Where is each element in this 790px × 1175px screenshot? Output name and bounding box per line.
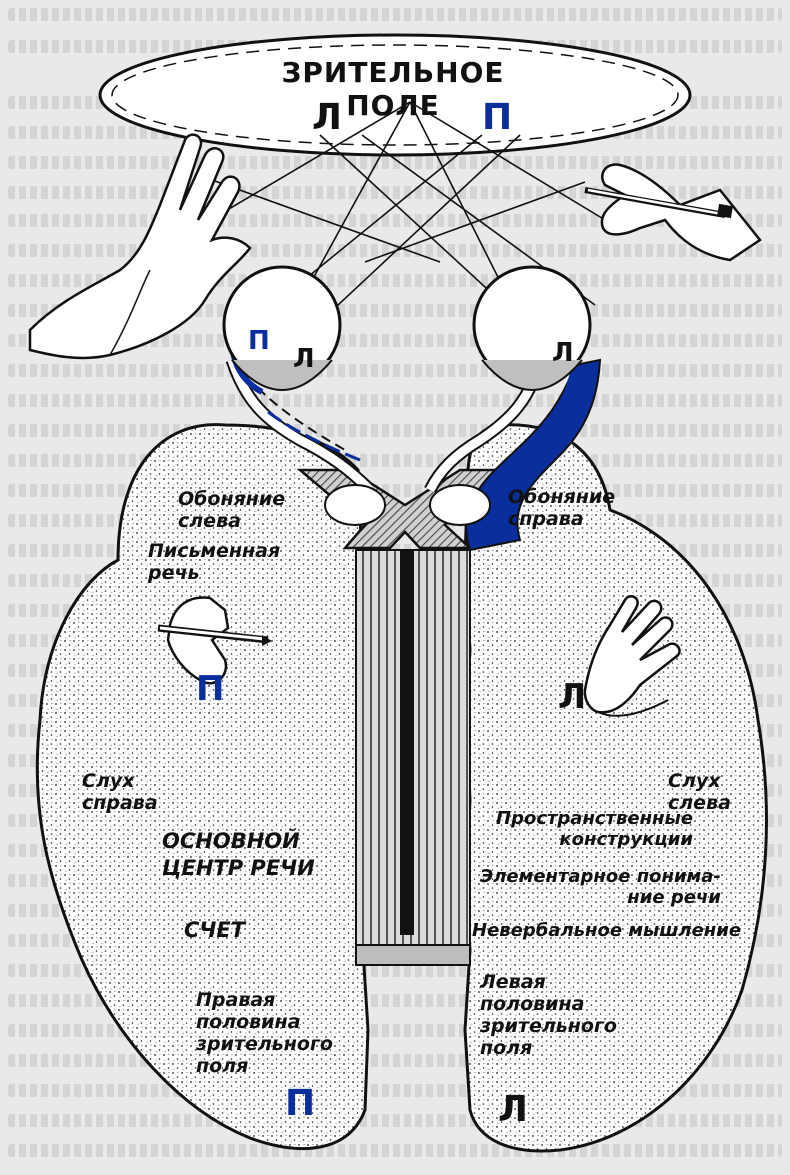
corpus-callosum xyxy=(356,550,470,965)
field-letter-left: Л xyxy=(312,100,342,136)
left-eye xyxy=(224,267,340,390)
label-speech-comprehension: Элементарное понима- ние речи xyxy=(480,866,721,908)
label-smell-right: Обоняние справа xyxy=(508,486,615,531)
label-smell-left: Обоняние слева xyxy=(178,488,285,533)
left-hand-letter: П xyxy=(196,672,224,706)
olfactory-bulb-left xyxy=(325,485,385,525)
label-main-speech-center: ОСНОВНОЙ ЦЕНТР РЕЧИ xyxy=(162,828,315,883)
right-eye xyxy=(474,267,590,390)
right-eye-letter-l: Л xyxy=(552,340,574,366)
label-spatial-constructions: Пространственные конструкции xyxy=(496,808,693,850)
open-hand-icon xyxy=(30,135,250,358)
field-letter-right: П xyxy=(482,100,512,136)
label-written-speech: Письменная речь xyxy=(148,540,280,585)
olfactory-bulb-right xyxy=(430,485,490,525)
left-eye-letter-p: П xyxy=(248,328,270,354)
left-visual-letter: П xyxy=(285,1086,315,1122)
label-nonverbal-thinking: Невербальное мышление xyxy=(472,920,741,941)
right-hand-letter: Л xyxy=(558,680,586,714)
label-counting: СЧЕТ xyxy=(184,918,245,943)
label-left-visual-half: Левая половина зрительного поля xyxy=(480,972,617,1059)
label-hearing-right: Слух справа xyxy=(82,770,158,815)
writing-hand-icon xyxy=(585,165,760,260)
label-right-visual-half: Правая половина зрительного поля xyxy=(196,990,333,1077)
left-eye-letter-l: Л xyxy=(293,346,315,372)
right-visual-letter: Л xyxy=(498,1092,528,1128)
